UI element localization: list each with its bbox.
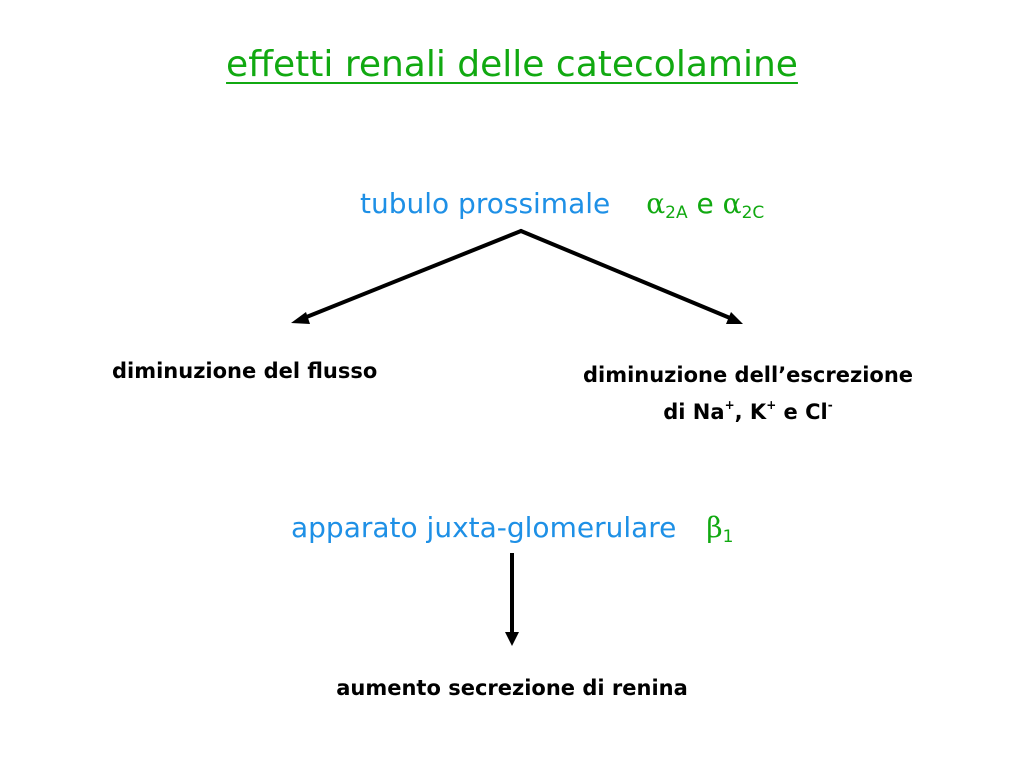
alpha-symbol-2a: α	[646, 187, 666, 220]
outcome-reduced-flow: diminuzione del flusso	[112, 359, 378, 383]
ion-k-label: , K	[734, 400, 767, 424]
receptor-conjunction: e	[696, 187, 714, 220]
arrow-to-excretion	[519, 229, 743, 324]
ion-na-label: di Na	[663, 400, 725, 424]
ion-cl-label: e Cl	[776, 400, 828, 424]
beta-symbol: β	[706, 511, 723, 544]
apparato-row: apparato juxta-glomerulare β1	[291, 511, 734, 547]
outcome-excretion-line1: diminuzione dell’escrezione	[582, 363, 914, 387]
arrow-to-renin	[505, 553, 519, 646]
arrow-to-flow	[291, 229, 523, 324]
outcome-renin-secretion: aumento secrezione di renina	[336, 676, 688, 700]
ion-k-charge: +	[766, 398, 777, 412]
alpha-subscript-2c: 2C	[741, 203, 765, 223]
ion-cl-charge: -	[827, 398, 833, 412]
slide-title: effetti renali delle catecolamine	[226, 44, 798, 85]
apparato-label: apparato juxta-glomerulare	[291, 511, 677, 544]
alpha-subscript-2a: 2A	[665, 203, 688, 223]
ion-na-charge: +	[724, 398, 735, 412]
outcome-reduced-excretion: diminuzione dell’escrezione di Na+, K+ e…	[548, 359, 948, 428]
outcome-excretion-line2: di Na+, K+ e Cl-	[548, 391, 948, 428]
tubulo-label: tubulo prossimale	[360, 187, 611, 220]
alpha-symbol-2c: α	[722, 187, 742, 220]
beta-subscript: 1	[722, 527, 734, 547]
